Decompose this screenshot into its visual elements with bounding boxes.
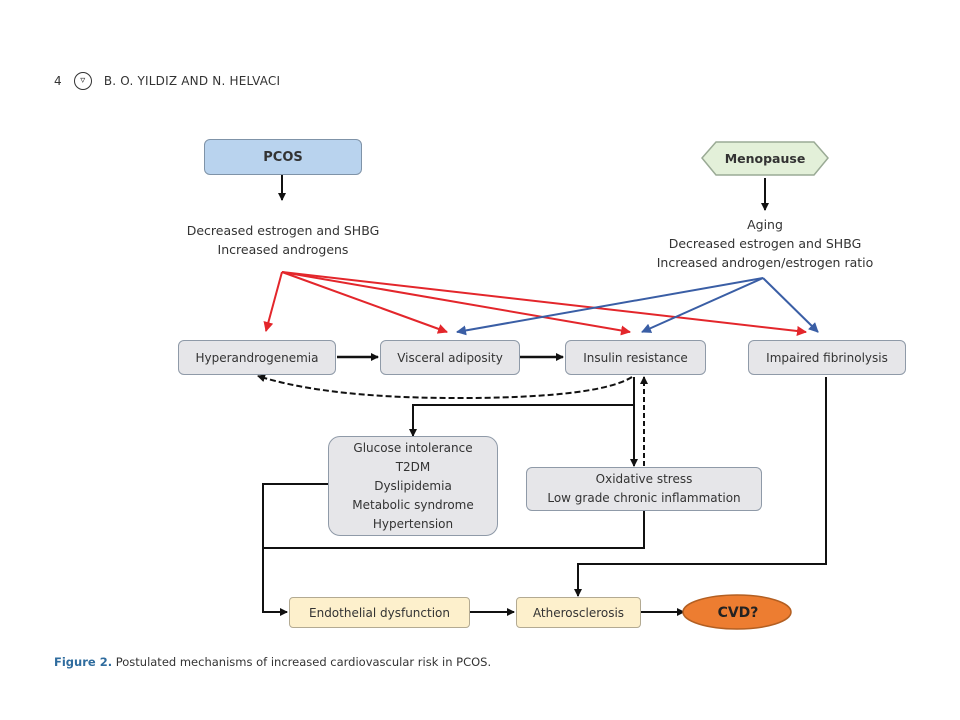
menopause-node-shape <box>701 141 829 176</box>
metabolic-node: Glucose intolerance T2DM Dyslipidemia Me… <box>328 436 498 536</box>
cvd-node-shape <box>682 594 792 630</box>
menopause-node: Menopause <box>702 142 828 175</box>
pcos-effects-text: Decreased estrogen and SHBG Increased an… <box>170 220 396 260</box>
insulin-resistance-node: Insulin resistance <box>565 340 706 375</box>
edge-fibrinolysis-to-atherosclerosis <box>574 377 827 597</box>
figure-caption-text: Postulated mechanisms of increased cardi… <box>115 655 492 669</box>
impaired-fibrinolysis-node: Impaired fibrinolysis <box>748 340 906 375</box>
endothelial-dysfunction-node: Endothelial dysfunction <box>289 597 470 628</box>
menopause-effects-text: Aging Decreased estrogen and SHBG Increa… <box>630 215 900 271</box>
edge-blue-to-visceral-adiposity <box>456 277 764 336</box>
edge-insulin-to-metabolic <box>409 377 635 437</box>
edge-dashed-insulin-to-hyperandrogenemia <box>257 374 633 400</box>
figure-caption: Figure 2. Postulated mechanisms of incre… <box>54 655 491 669</box>
menopause-effects-label: Aging Decreased estrogen and SHBG Increa… <box>656 216 874 270</box>
pcos-label: PCOS <box>263 149 303 165</box>
impaired-fibrinolysis-label: Impaired fibrinolysis <box>766 350 888 365</box>
page-number: 4 <box>54 74 62 88</box>
endothelial-dysfunction-label: Endothelial dysfunction <box>309 605 450 620</box>
hyperandrogenemia-node: Hyperandrogenemia <box>178 340 336 375</box>
atherosclerosis-node: Atherosclerosis <box>516 597 641 628</box>
edge-red-to-hyperandrogenemia <box>263 271 283 332</box>
pcos-effects-label: Decreased estrogen and SHBG Increased an… <box>186 223 380 257</box>
edge-red-to-impaired-fibrinolysis <box>281 271 807 336</box>
cvd-label: CVD? <box>717 604 759 621</box>
hyperandrogenemia-label: Hyperandrogenemia <box>195 350 319 365</box>
authors: B. O. YILDIZ AND N. HELVACI <box>103 74 281 88</box>
figure-label: Figure 2. <box>54 655 113 669</box>
edge-oxidative-to-endothelial <box>263 510 645 549</box>
visceral-adiposity-node: Visceral adiposity <box>380 340 520 375</box>
edge-red-to-insulin-resistance <box>281 271 631 336</box>
edge-blue-to-impaired-fibrinolysis <box>762 277 819 333</box>
edge-red-to-visceral-adiposity <box>281 271 448 334</box>
page-header: 4 ▿ B. O. YILDIZ AND N. HELVACI <box>54 72 280 90</box>
insulin-resistance-label: Insulin resistance <box>583 350 688 365</box>
atherosclerosis-label: Atherosclerosis <box>532 605 625 620</box>
cvd-node: CVD? <box>684 596 792 629</box>
oxidative-label: Oxidative stress Low grade chronic infla… <box>547 472 741 505</box>
visceral-adiposity-label: Visceral adiposity <box>397 350 503 365</box>
oxidative-node: Oxidative stress Low grade chronic infla… <box>526 467 762 511</box>
publisher-logo-icon: ▿ <box>73 72 92 90</box>
edge-blue-to-insulin-resistance <box>641 277 764 333</box>
metabolic-label: Glucose intolerance T2DM Dyslipidemia Me… <box>352 440 474 531</box>
pcos-node: PCOS <box>204 139 362 175</box>
menopause-label: Menopause <box>724 151 806 166</box>
